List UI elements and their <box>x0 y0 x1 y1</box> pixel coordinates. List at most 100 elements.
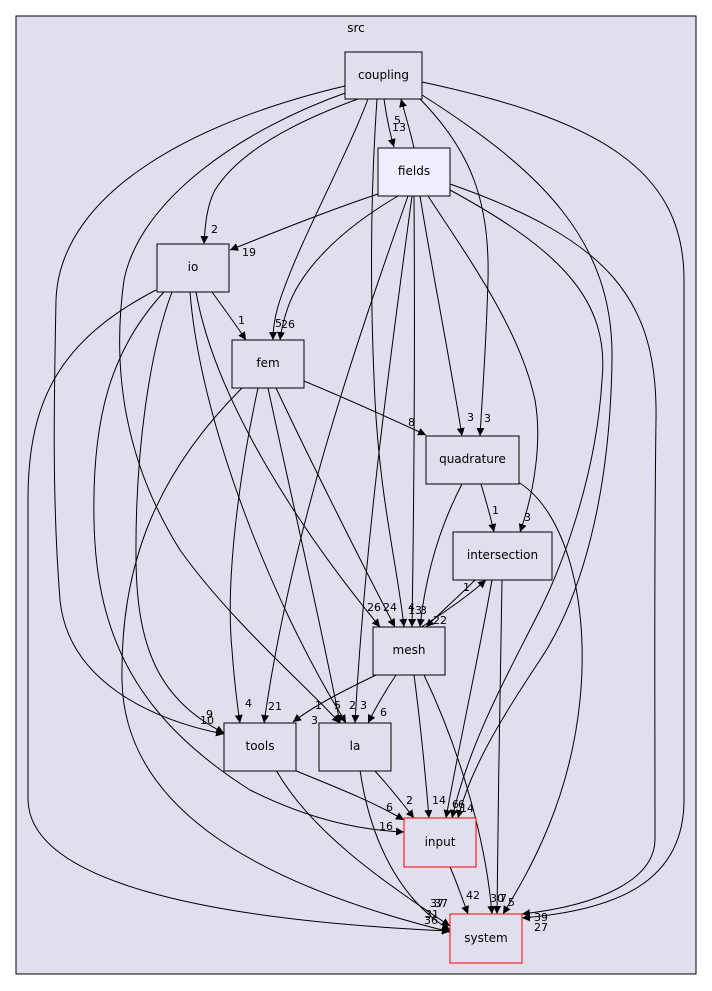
edge-fem-system[interactable]: 37 <box>121 387 451 934</box>
edge-count-label: 26 <box>281 318 295 331</box>
edge-io-mesh[interactable]: 26 <box>195 291 381 628</box>
edge-fields-quadrature[interactable]: 3 <box>419 195 474 437</box>
edge-io-la[interactable]: 2 <box>189 291 356 724</box>
edge-arrow <box>269 98 369 341</box>
edge-count-label: 16 <box>379 820 393 833</box>
edge-fields-mesh[interactable]: 13 <box>408 195 422 628</box>
nodes: coupling fields io fem quadrature inters… <box>156 51 553 964</box>
edge-count-label: 3 <box>360 699 367 712</box>
edge-arrow <box>367 674 397 724</box>
node-io[interactable]: io <box>156 243 230 293</box>
edge-fields-io[interactable]: 19 <box>229 193 379 259</box>
cluster-src: src <box>15 15 697 975</box>
node-input[interactable]: input <box>403 817 477 868</box>
edge-la-input[interactable]: 2 <box>373 769 415 819</box>
edge-count-label: 1 <box>492 504 499 517</box>
edge-intersection-system[interactable]: 7 <box>493 579 507 915</box>
edge-coupling-tools[interactable]: 10 <box>53 85 346 737</box>
edge-arrow <box>425 579 476 628</box>
edge-arrow <box>502 481 583 915</box>
node-system[interactable]: system <box>449 913 523 964</box>
edge-fem-mesh[interactable]: 24 <box>275 387 397 628</box>
edge-fem-tools[interactable]: 4 <box>229 387 259 724</box>
edge-io-system[interactable]: 36 <box>27 289 451 935</box>
edge-count-label: 8 <box>408 416 415 429</box>
edge-fem-quadrature[interactable]: 8 <box>303 380 427 436</box>
node-box <box>449 913 523 964</box>
edge-count-label: 1 <box>315 699 322 712</box>
edge-count-label: 37 <box>430 897 444 910</box>
node-fem[interactable]: fem <box>231 339 305 389</box>
edge-fields-la[interactable]: 3 <box>351 195 413 724</box>
edge-la-system[interactable]: 37 <box>359 769 451 931</box>
edge-arrow <box>493 579 503 915</box>
edge-count-label: 6 <box>380 706 387 719</box>
edge-arrow <box>121 387 451 934</box>
edge-intersection-mesh[interactable]: 22 <box>425 579 476 628</box>
edge-quadrature-mesh[interactable]: 3 <box>416 483 463 628</box>
edge-fields-intersection[interactable]: 3 <box>427 195 539 533</box>
edge-io-fem[interactable]: 1 <box>211 291 247 341</box>
node-box <box>372 626 446 676</box>
node-mesh[interactable]: mesh <box>372 626 446 676</box>
node-coupling[interactable]: coupling <box>344 51 423 100</box>
node-label: mesh <box>393 643 426 657</box>
edge-coupling-fields[interactable]: 13 <box>383 98 406 148</box>
node-box <box>318 722 392 772</box>
edge-arrow <box>229 387 259 724</box>
edge-arrow <box>119 91 349 724</box>
edge-arrow <box>449 866 469 915</box>
edge-count-label: 21 <box>268 700 282 713</box>
edge-io-input[interactable]: 16 <box>93 291 405 836</box>
edge-tools-input[interactable]: 6 <box>293 769 405 821</box>
node-la[interactable]: la <box>318 722 392 772</box>
edge-count-label: 1 <box>463 581 470 594</box>
node-fields[interactable]: fields <box>377 147 451 197</box>
edge-coupling-la[interactable]: 3 <box>119 91 349 727</box>
edge-count-label: 5 <box>394 114 401 127</box>
edge-io-tools[interactable]: 9 <box>135 291 225 734</box>
edge-arrow <box>200 98 359 245</box>
edge-arrow <box>373 769 415 819</box>
edge-mesh-input[interactable]: 14 <box>413 674 446 819</box>
edge-arrow <box>370 98 408 628</box>
edge-quadrature-system[interactable]: 5 <box>502 481 583 915</box>
edge-arrow <box>443 579 493 819</box>
edge-count-label: 3 <box>484 412 491 425</box>
edge-arrow <box>277 195 399 341</box>
edge-tools-system[interactable]: 31 <box>275 769 451 927</box>
edge-count-label: 7 <box>500 892 507 905</box>
edge-arrow <box>480 483 497 533</box>
edge-count-label: 3 <box>420 604 427 617</box>
edge-arrow <box>419 195 465 437</box>
edge-coupling-quadrature[interactable]: 3 <box>419 98 491 437</box>
edge-count-label: 22 <box>433 614 447 627</box>
edge-count-label: 26 <box>367 601 381 614</box>
node-intersection[interactable]: intersection <box>452 531 553 581</box>
edge-coupling-mesh[interactable]: 4 <box>370 98 415 628</box>
edge-fields-input[interactable]: 6 <box>449 189 604 819</box>
edge-fem-la[interactable]: 5 <box>267 387 343 724</box>
edge-input-system[interactable]: 42 <box>449 866 480 915</box>
node-tools[interactable]: tools <box>223 722 297 772</box>
node-box <box>223 722 297 772</box>
edge-coupling-io[interactable]: 2 <box>200 98 359 245</box>
edge-count-label: 6 <box>452 798 459 811</box>
edge-coupling-system[interactable]: 27 <box>421 81 685 934</box>
cluster-frame <box>15 15 697 975</box>
edge-count-label: 3 <box>467 411 474 424</box>
node-label: intersection <box>467 548 538 562</box>
edge-fields-tools[interactable]: 21 <box>261 195 409 724</box>
edge-count-label: 24 <box>383 601 397 614</box>
node-quadrature[interactable]: quadrature <box>425 435 520 485</box>
edge-fields-coupling[interactable]: 5 <box>394 98 415 149</box>
edge-quadrature-intersection[interactable]: 1 <box>480 483 499 533</box>
edge-arrow <box>449 183 657 918</box>
edge-coupling-fem[interactable]: 5 <box>269 98 369 341</box>
edge-fields-fem[interactable]: 26 <box>277 195 399 341</box>
edge-count-label: 13 <box>392 121 406 134</box>
edge-arrow <box>416 483 463 628</box>
node-box <box>377 147 451 197</box>
edge-mesh-la[interactable]: 6 <box>367 674 397 724</box>
edge-fields-system[interactable]: 39 <box>449 183 657 924</box>
